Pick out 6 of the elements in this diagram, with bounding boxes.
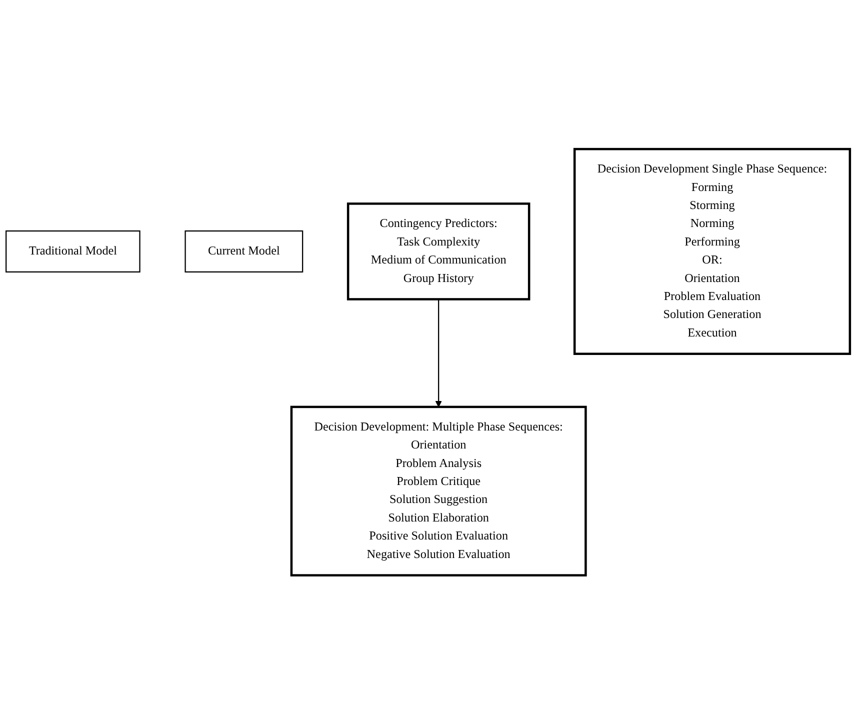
- arrow: [435, 299, 442, 408]
- node-box: Contingency Predictors: Task Complexity Medium of Communication Group History: [346, 202, 530, 300]
- node-box: Decision Development Single Phase Sequence: Forming Storming Norming Performing OR: Orientation Problem Evaluation Solution Generation Execution: [573, 148, 852, 355]
- node-box: Decision Development: Multiple Phase Sequences: Orientation Problem Analysis Problem Critique Solution Suggestion Solution Elaboration Positive Solution Evaluation Negative Solution Evaluation: [290, 406, 587, 576]
- node-box: Current Model: [184, 230, 304, 272]
- node-box: Traditional Model: [6, 230, 140, 272]
